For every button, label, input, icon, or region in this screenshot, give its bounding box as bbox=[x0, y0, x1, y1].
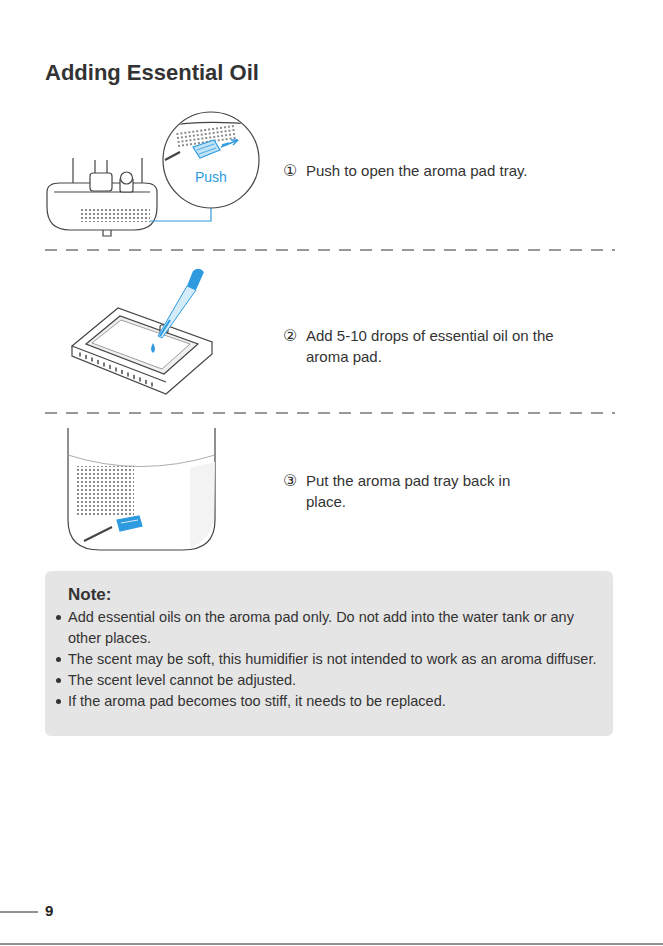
note-bullet-item: Add essential oils on the aroma pad only… bbox=[68, 607, 601, 649]
aroma-pad-tray bbox=[72, 308, 212, 394]
note-text: The scent level cannot be adjusted. bbox=[68, 672, 296, 688]
step-text: Put the aroma pad tray back in place. bbox=[306, 470, 546, 512]
note-bullet-item: The scent level cannot be adjusted. bbox=[68, 670, 601, 691]
bullet-dot bbox=[56, 699, 61, 704]
bullet-dot bbox=[56, 615, 61, 620]
note-bullet-item: The scent may be soft, this humidifier i… bbox=[68, 649, 601, 670]
bullet-dot bbox=[56, 657, 61, 662]
step-number: ② bbox=[283, 325, 297, 346]
humidifier-base bbox=[47, 158, 157, 236]
note-box: Note: Add essential oils on the aroma pad… bbox=[45, 571, 613, 736]
note-heading: Note: bbox=[68, 585, 601, 605]
note-text: If the aroma pad becomes too stiff, it n… bbox=[68, 693, 446, 709]
separator bbox=[45, 250, 615, 251]
bullet-dot bbox=[56, 678, 61, 683]
page-title: Adding Essential Oil bbox=[45, 60, 259, 86]
note-text: The scent may be soft, this humidifier i… bbox=[68, 651, 596, 667]
page-number: 9 bbox=[45, 902, 53, 919]
step-number: ① bbox=[283, 160, 297, 181]
humidifier-body bbox=[68, 428, 215, 550]
separator bbox=[45, 413, 615, 414]
step-number: ③ bbox=[283, 470, 297, 491]
note-text: Add essential oils on the aroma pad only… bbox=[68, 609, 574, 646]
page-rule bbox=[0, 944, 663, 945]
step-text: Push to open the aroma pad tray. bbox=[306, 160, 596, 181]
magnified-view bbox=[150, 112, 262, 215]
push-label: Push bbox=[194, 169, 228, 185]
dropper bbox=[151, 269, 204, 353]
note-bullet-item: If the aroma pad becomes too stiff, it n… bbox=[68, 691, 601, 712]
leader-line bbox=[150, 207, 211, 221]
step-text: Add 5-10 drops of essential oil on the a… bbox=[306, 325, 556, 367]
page-rule bbox=[0, 912, 38, 913]
